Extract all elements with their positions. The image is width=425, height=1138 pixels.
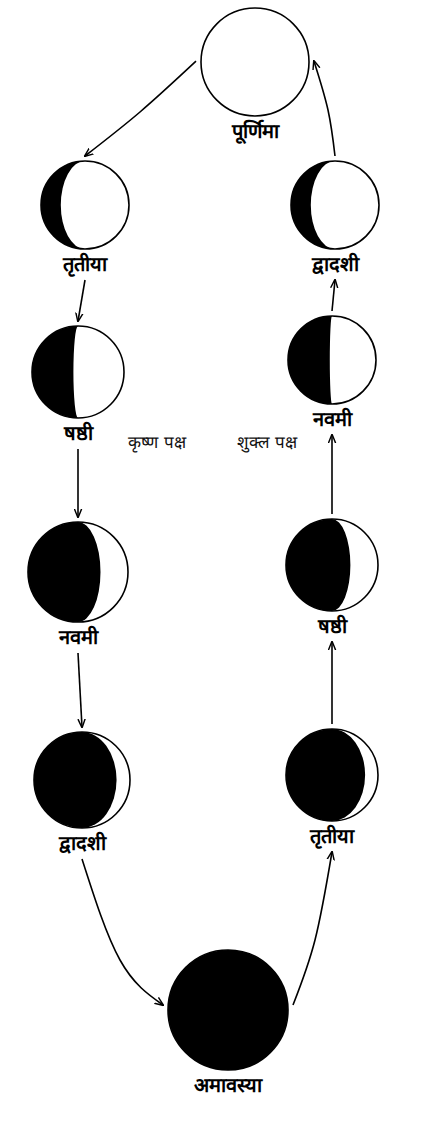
- moon-outline: [34, 732, 130, 828]
- moon-shadow: [286, 729, 365, 821]
- moon-disc: [286, 314, 378, 406]
- moon-outline: [28, 522, 128, 622]
- phase-arrow: [77, 449, 79, 517]
- moon-lit: [41, 161, 129, 249]
- moon-phase-node: द्वादशी: [289, 159, 381, 277]
- moon-phase-node: तृतीया: [284, 727, 380, 849]
- moon-lit: [201, 8, 309, 116]
- phase-label: नवमी: [26, 624, 130, 650]
- phase-arrow: [293, 852, 332, 1005]
- moon-disc: [289, 159, 381, 251]
- moon-phase-node: नवमी: [286, 314, 378, 432]
- moon-lit: [168, 950, 288, 1070]
- moon-shadow: [41, 161, 85, 249]
- phase-label: द्वादशी: [289, 251, 381, 277]
- moon-outline: [286, 519, 378, 611]
- moon-shadow: [291, 161, 335, 249]
- paksha-label: कृष्ण पक्ष: [122, 430, 192, 454]
- phase-arrow: [82, 859, 163, 1005]
- phase-label: षष्ठी: [30, 420, 126, 446]
- moon-phase-node: तृतीया: [39, 159, 131, 277]
- moon-shadow: [286, 519, 350, 611]
- moon-lit: [288, 316, 376, 404]
- moon-outline: [288, 316, 376, 404]
- phase-arrow: [332, 280, 335, 311]
- moon-lit: [28, 522, 128, 622]
- moon-outline: [41, 161, 129, 249]
- moon-disc: [30, 324, 126, 420]
- moon-disc: [284, 727, 380, 823]
- phase-label: अमावस्या: [166, 1072, 290, 1098]
- moon-shadow: [32, 326, 78, 418]
- moon-phase-node: पूर्णिमा: [199, 6, 311, 144]
- phase-label: द्वादशी: [32, 830, 132, 856]
- moon-phase-node: षष्ठी: [30, 324, 126, 446]
- moon-shadow: [34, 732, 117, 828]
- moon-outline: [168, 950, 288, 1070]
- moon-shadow: [288, 316, 332, 404]
- paksha-label: शुक्ल पक्ष: [232, 430, 302, 454]
- moon-lit: [286, 519, 378, 611]
- moon-shadow: [168, 950, 288, 1070]
- phase-label: षष्ठी: [284, 613, 380, 639]
- moon-lit: [32, 326, 124, 418]
- moon-lit: [286, 729, 378, 821]
- phase-label: पूर्णिमा: [199, 118, 311, 144]
- phase-arrow: [78, 280, 85, 321]
- moon-phase-node: षष्ठी: [284, 517, 380, 639]
- moon-outline: [32, 326, 124, 418]
- phase-label: तृतीया: [39, 251, 131, 277]
- phase-label: तृतीया: [284, 823, 380, 849]
- moon-disc: [32, 730, 132, 830]
- phase-arrow: [314, 61, 335, 156]
- moon-disc: [199, 6, 311, 118]
- moon-outline: [291, 161, 379, 249]
- moon-shadow: [28, 522, 101, 622]
- moon-disc: [26, 520, 130, 624]
- phase-arrow: [331, 642, 333, 724]
- moon-phase-node: अमावस्या: [166, 948, 290, 1098]
- moon-lit: [291, 161, 379, 249]
- moon-outline: [286, 729, 378, 821]
- moon-disc: [39, 159, 131, 251]
- phase-arrow: [78, 653, 82, 727]
- moon-lit: [34, 732, 130, 828]
- phase-arrow: [85, 61, 196, 156]
- moon-disc: [284, 517, 380, 613]
- moon-phase-node: नवमी: [26, 520, 130, 650]
- moon-outline: [201, 8, 309, 116]
- phase-arrow: [331, 435, 333, 514]
- moon-disc: [166, 948, 290, 1072]
- moon-phase-node: द्वादशी: [32, 730, 132, 856]
- phase-label: नवमी: [286, 406, 378, 432]
